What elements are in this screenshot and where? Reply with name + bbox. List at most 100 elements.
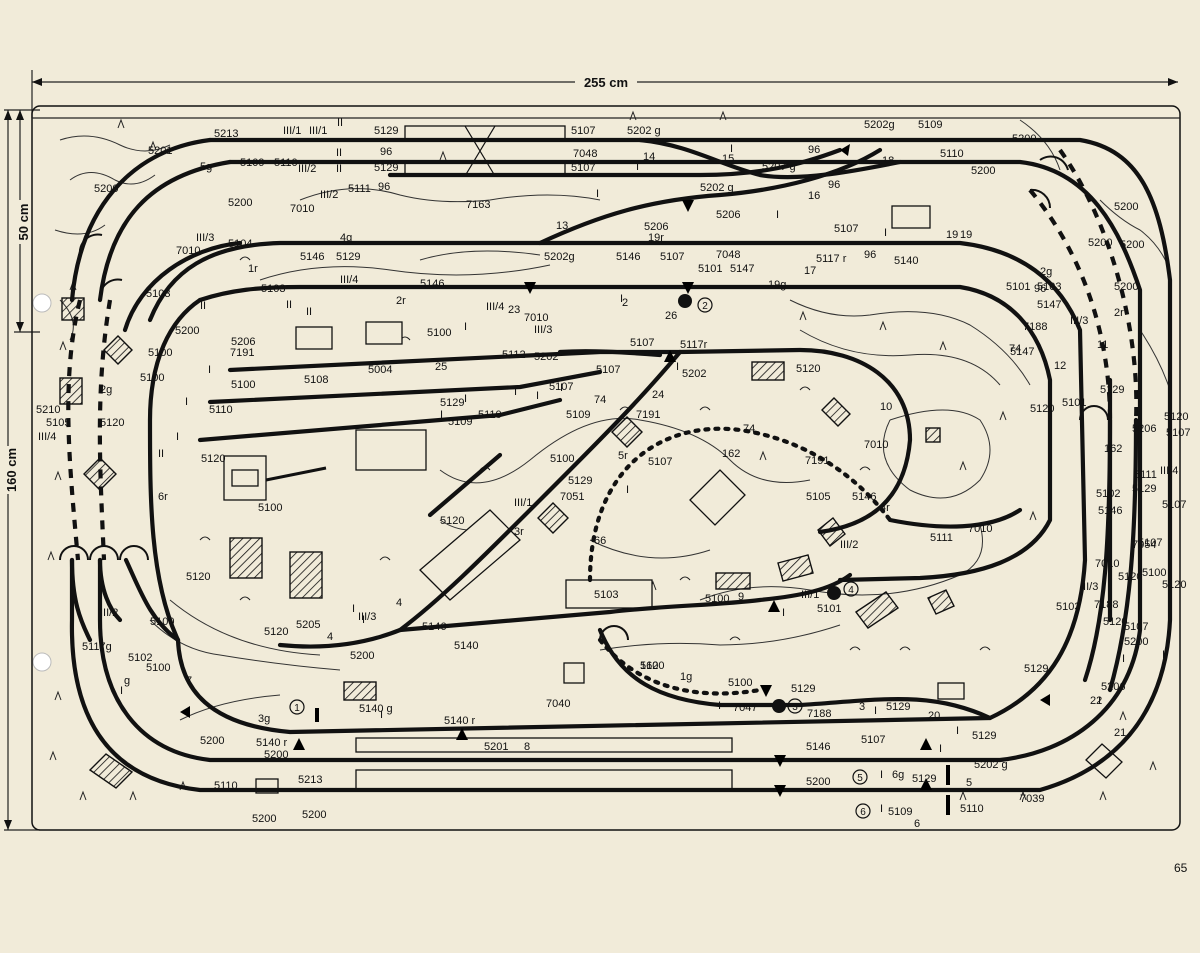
part-label: 5206 — [1101, 681, 1125, 693]
part-label: 7 — [186, 675, 192, 687]
part-label: 5110 — [478, 409, 502, 421]
part-label: 5129 — [912, 773, 936, 785]
part-label: III/2 — [298, 163, 316, 175]
part-label: 5202 — [534, 351, 558, 363]
part-label: 74 — [594, 394, 606, 406]
baseboard-outline — [31, 105, 1181, 831]
part-label: 10 — [880, 401, 892, 413]
circled-number-ring — [787, 698, 803, 714]
page-number: 65 — [1174, 861, 1188, 875]
feeder-label: I — [185, 396, 188, 408]
part-label: 5129 — [1100, 384, 1124, 396]
part-label: 7010 — [968, 523, 992, 535]
part-label: 7191 — [230, 347, 254, 359]
feeder-label: I — [620, 293, 623, 305]
part-label: 5110 — [940, 148, 964, 160]
part-label: 5200 — [175, 325, 199, 337]
part-label: 5107 — [1162, 499, 1186, 511]
part-label: 5146 — [420, 278, 444, 290]
part-label: 5107 — [1138, 537, 1162, 549]
part-label: III/1 — [283, 125, 301, 137]
part-label: 5129 — [568, 475, 592, 487]
part-label: g — [124, 675, 130, 687]
part-label: 5200 — [1114, 201, 1138, 213]
part-label: 16 — [808, 190, 820, 202]
part-label: 5109 — [918, 119, 942, 131]
part-label: 2g — [100, 384, 112, 396]
part-label: 5107 — [1166, 427, 1190, 439]
part-label: 7039 — [1020, 793, 1044, 805]
part-label: III/1 — [801, 589, 819, 601]
part-label: 5201 — [484, 741, 508, 753]
part-label: 19 — [946, 229, 958, 241]
terrain-contours — [54, 119, 1171, 721]
part-label: 5202 g — [700, 182, 734, 194]
part-label: 5129 — [0, 0, 24, 3]
part-label: 17 — [804, 265, 816, 277]
part-label: 4 — [327, 631, 333, 643]
part-label: 12 — [1054, 360, 1066, 372]
part-label: 5104 — [228, 238, 252, 250]
part-label: 5120 — [0, 0, 24, 3]
part-label: 5120 — [0, 0, 24, 3]
part-label: 3r — [514, 526, 524, 538]
part-label: 5210 — [36, 404, 60, 416]
part-label: 7010 — [524, 312, 548, 324]
part-label: 5107 — [630, 337, 654, 349]
part-label: III/4 — [1160, 465, 1178, 477]
part-label: 24 — [652, 389, 664, 401]
part-label: II — [336, 147, 342, 159]
part-label: 5110 — [960, 803, 984, 815]
part-label: 5129 — [1024, 663, 1048, 675]
part-label: 13 — [556, 220, 568, 232]
part-label: 19 — [960, 229, 972, 241]
part-label: 5103 — [1056, 601, 1080, 613]
part-label: 5107 — [0, 0, 24, 3]
part-label: II — [336, 163, 342, 175]
part-label: 5109 — [448, 416, 472, 428]
feeder-label: I — [956, 725, 959, 737]
feeder-label: I — [596, 188, 599, 200]
part-label: 5100 — [150, 616, 174, 628]
part-label: 21 — [1114, 727, 1126, 739]
part-label: 5206 — [716, 209, 740, 221]
part-label: 5200 — [971, 165, 995, 177]
feeder-label: I — [176, 431, 179, 443]
part-label: 5109 — [566, 409, 590, 421]
part-label: 5107 — [549, 381, 573, 393]
part-label: 5129 — [972, 730, 996, 742]
part-label: 5g — [200, 161, 212, 173]
feeder-label: I — [776, 209, 779, 221]
part-label: 5107 — [1124, 621, 1148, 633]
feeder-label: I — [1098, 695, 1101, 707]
part-label: 19r — [648, 232, 664, 244]
part-label: 5140 r — [444, 715, 476, 727]
part-label: 5200 — [0, 0, 24, 3]
feeder-label: I — [560, 382, 563, 394]
part-label: III/3 — [358, 611, 376, 623]
part-label: 6r — [158, 491, 168, 503]
part-label: 14 — [643, 151, 655, 163]
part-label: 5146 — [300, 251, 324, 263]
part-label: 5101 — [0, 0, 24, 3]
part-label: 5 — [966, 777, 972, 789]
feeder-label: I — [380, 709, 383, 721]
part-label: 8 — [524, 741, 530, 753]
part-label: 5100 — [148, 347, 172, 359]
part-label: 7048 — [716, 249, 740, 261]
part-label: 5109 — [888, 806, 912, 818]
part-label: 96 — [864, 249, 876, 261]
part-label: 7188 — [807, 708, 831, 720]
part-label: 5107 — [596, 364, 620, 376]
part-label: III/1 — [309, 125, 327, 137]
part-label: 5200 — [806, 776, 830, 788]
part-label: 3 — [859, 701, 865, 713]
part-label: 4r — [880, 502, 890, 514]
part-label: 5103 — [594, 589, 618, 601]
feeder-label: I — [120, 685, 123, 697]
part-label: 5206 — [644, 221, 668, 233]
part-label: 96 — [828, 179, 840, 191]
part-label: 5202 g — [974, 759, 1008, 771]
part-label: III/1 — [514, 497, 532, 509]
